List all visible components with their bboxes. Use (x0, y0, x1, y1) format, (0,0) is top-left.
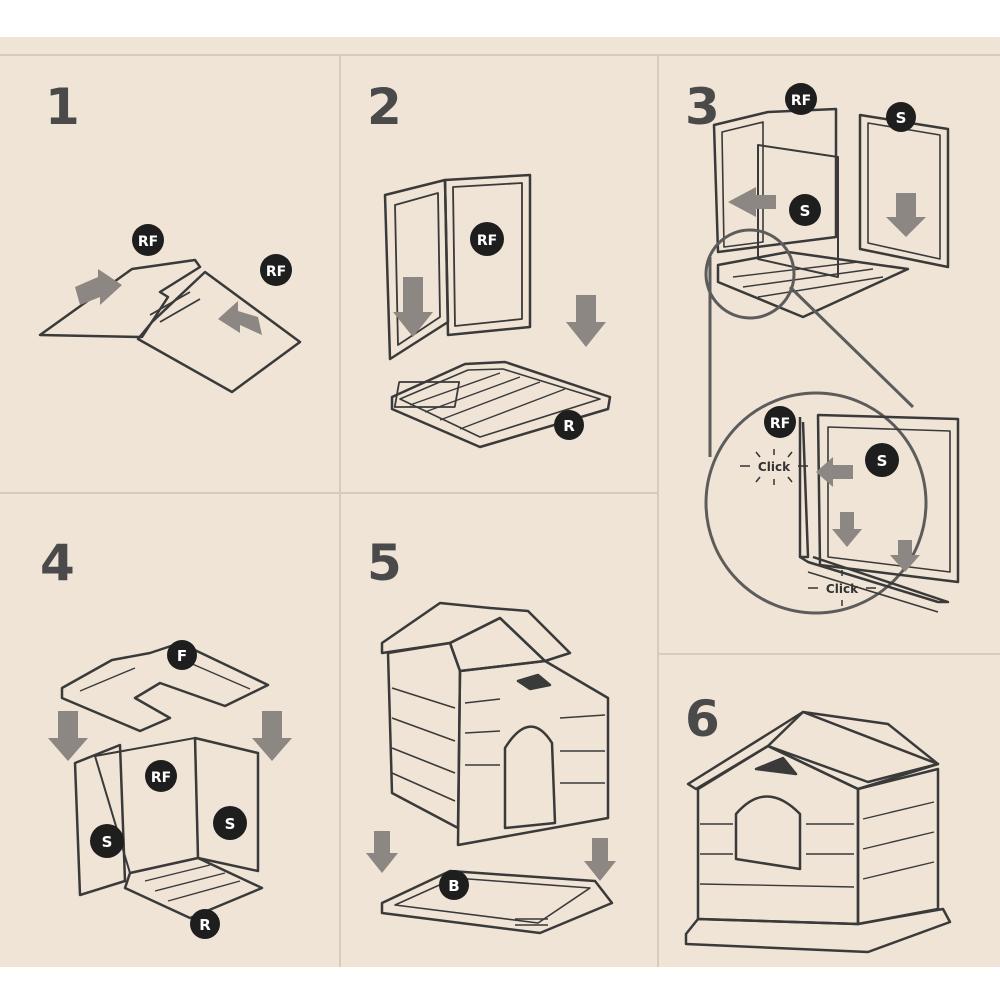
step-6-illustration (684, 710, 952, 954)
step-3-badge-a: RF (791, 93, 811, 109)
step-3-badge-d: RF (770, 416, 790, 432)
instruction-sheet: 1 RF RF 2 (0, 37, 1000, 967)
step-3-click-a: Click (758, 460, 791, 474)
step-5-badge-a: B (448, 877, 459, 895)
step-1-badge-a: RF (138, 234, 158, 250)
step-3-number: 3 (685, 78, 720, 136)
step-5-number: 5 (367, 534, 402, 592)
step-2-number: 2 (367, 78, 402, 136)
step-2-panel: 2 (340, 37, 658, 493)
step-3-badge-e: S (877, 452, 888, 470)
step-3-click-b: Click (826, 582, 859, 596)
step-4-illustration: F RF S S R (48, 640, 292, 939)
step-2-badge-a: RF (477, 233, 497, 249)
step-4-panel: 4 (0, 493, 340, 967)
step-4-badge-d: S (225, 815, 236, 833)
step-1-badge-b: RF (266, 264, 286, 280)
step-4-badge-a: F (177, 647, 187, 665)
step-4-badge-e: R (199, 916, 211, 934)
step-2-illustration: RF R (383, 173, 612, 449)
step-1-illustration: RF RF (38, 224, 302, 394)
panel-dividers (0, 54, 1000, 967)
step-4-badge-b: RF (151, 770, 171, 786)
step-6-panel: 6 (658, 654, 1000, 967)
step-2-badge-b: R (563, 417, 575, 435)
step-4-number: 4 (40, 534, 75, 592)
step-4-badge-c: S (102, 833, 113, 851)
step-6-number: 6 (685, 690, 720, 748)
step-1-number: 1 (45, 78, 80, 136)
step-5-illustration: B (366, 601, 616, 935)
step-3-panel: 3 (658, 37, 1000, 654)
step-3-badge-b: S (896, 109, 907, 127)
step-3-badge-c: S (800, 202, 811, 220)
step-1-panel: 1 RF RF (0, 37, 340, 493)
step-3-illustration: Click Click RF S S RF S (704, 83, 960, 615)
step-5-panel: 5 (340, 493, 658, 967)
